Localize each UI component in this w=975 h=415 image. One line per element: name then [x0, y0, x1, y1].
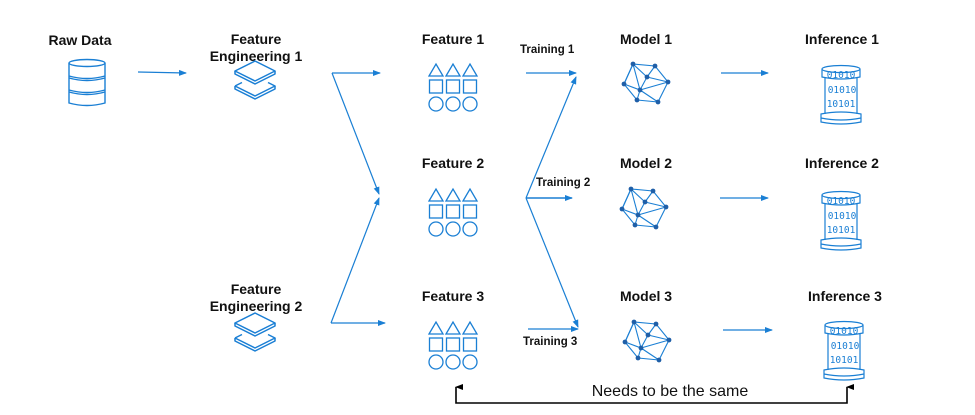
- training-1-label: Training 1: [520, 44, 575, 56]
- feature-engineering-1-label-line2: Engineering 1: [209, 48, 303, 64]
- arrow-raw-to-fe1: [137, 69, 187, 76]
- consistency-connector: [455, 384, 854, 404]
- model-3-label: Model 3: [619, 288, 673, 304]
- binary-row: 01010: [827, 196, 856, 207]
- binary-row: 01010: [831, 341, 860, 352]
- binary-cylinder-icon: 01010 01010 10101: [820, 190, 862, 251]
- binary-row: 10101: [827, 99, 856, 110]
- layers-icon: [234, 60, 276, 100]
- arrow-training-2-to-model1: [525, 76, 577, 199]
- binary-row: 01010: [827, 70, 856, 81]
- training-3-label: Training 3: [523, 336, 578, 348]
- database-icon: [68, 58, 106, 107]
- network-icon: [619, 186, 669, 230]
- inference-3-label: Inference 3: [808, 288, 882, 304]
- network-icon: [622, 319, 672, 363]
- binary-cylinder-icon: 01010 01010 10101: [823, 320, 865, 381]
- feature-engineering-2-label: Feature Engineering 2: [210, 281, 303, 315]
- inference-2-label: Inference 2: [805, 155, 879, 171]
- binary-cylinder-icon: 01010 01010 10101: [820, 64, 862, 125]
- model-2-label: Model 2: [619, 155, 673, 171]
- shapes-icon: [428, 320, 479, 370]
- arrow-fe1-to-feature2: [331, 72, 380, 195]
- binary-row: 10101: [830, 355, 859, 366]
- inference-1-label: Inference 1: [805, 31, 879, 47]
- shapes-icon: [428, 62, 479, 112]
- shapes-icon: [428, 187, 479, 237]
- training-2-label: Training 2: [536, 177, 591, 189]
- feature-2-label: Feature 2: [421, 155, 485, 171]
- feature-engineering-1-label: Feature Engineering 1: [210, 31, 303, 65]
- arrow-training-2-to-model3: [525, 197, 579, 328]
- feature-3-label: Feature 3: [421, 288, 485, 304]
- binary-row: 01010: [828, 211, 857, 222]
- raw-data-label: Raw Data: [48, 32, 112, 48]
- layers-icon: [234, 312, 276, 352]
- arrow-fe2-to-feature2: [330, 197, 380, 324]
- feature-engineering-1-label-line1: Feature: [230, 31, 282, 47]
- network-icon: [621, 61, 671, 105]
- model-1-label: Model 1: [619, 31, 673, 47]
- binary-row: 10101: [827, 225, 856, 236]
- binary-row: 01010: [830, 326, 859, 337]
- feature-engineering-2-label-line2: Engineering 2: [209, 298, 303, 314]
- feature-1-label: Feature 1: [421, 31, 485, 47]
- feature-engineering-2-label-line1: Feature: [230, 281, 282, 297]
- binary-row: 01010: [828, 85, 857, 96]
- consistency-note: Needs to be the same: [591, 383, 749, 400]
